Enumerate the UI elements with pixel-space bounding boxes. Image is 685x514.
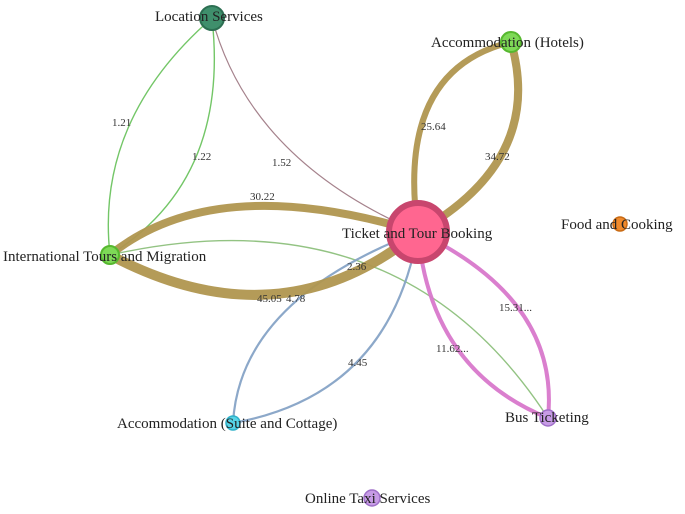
edge-label-2.36: 2.36: [347, 261, 367, 273]
edge-label-15.31: 15.31...: [499, 302, 532, 314]
node-label-accommodation-hotels: Accommodation (Hotels): [431, 35, 584, 51]
edge-location-intl-a: [107, 17, 213, 256]
node-location-services[interactable]: [199, 5, 225, 31]
edge-hotels-ticket-a: [411, 39, 512, 233]
node-label-bus-ticketing: Bus Ticketing: [505, 410, 589, 426]
edge-label-1.22: 1.22: [192, 151, 211, 163]
edge-intl-bus: [109, 239, 549, 419]
node-accommodation-hotels[interactable]: [500, 31, 522, 53]
node-label-online-taxi: Online Taxi Services: [305, 491, 430, 507]
node-ticket-tour-booking[interactable]: [386, 200, 450, 264]
edge-location-ticket: [211, 17, 419, 233]
edge-label-30.22: 30.22: [250, 191, 275, 203]
node-label-international-tours: International Tours and Migration: [3, 249, 207, 265]
node-labels: Location Services Accommodation (Hotels)…: [3, 9, 673, 507]
edge-hotels-ticket-b: [416, 40, 523, 236]
edge-ticket-suite: [232, 231, 420, 425]
edge-labels: 1.21 1.22 1.52 25.64 34.72 30.22 45.05 4…: [112, 117, 532, 369]
edge-label-4.78: 4.78: [286, 293, 306, 305]
edge-label-4.45: 4.45: [348, 357, 368, 369]
edge-label-45.05: 45.05: [257, 293, 282, 305]
edge-label-34.72: 34.72: [485, 151, 510, 163]
node-label-accommodation-suite: Accommodation (Suite and Cottage): [117, 416, 337, 432]
edge-label-1.52: 1.52: [272, 157, 291, 169]
edge-intl-ticket-b: [107, 228, 422, 300]
edge-label-25.64: 25.64: [421, 121, 446, 133]
edge-ticket-bus-b: [416, 231, 549, 420]
edge-label-1.21: 1.21: [112, 117, 131, 129]
node-accommodation-suite[interactable]: [225, 415, 241, 431]
edge-ticket-bus-a: [417, 230, 551, 419]
nodes: [100, 5, 628, 507]
node-food-cooking[interactable]: [612, 216, 628, 232]
node-online-taxi[interactable]: [363, 489, 381, 507]
edge-intl-ticket-a: [107, 201, 420, 259]
edges: [107, 17, 551, 425]
node-label-food-cooking: Food and Cooking: [561, 217, 673, 233]
node-label-location-services: Location Services: [155, 9, 263, 25]
edge-label-11.62: 11.62...: [436, 343, 469, 355]
node-international-tours[interactable]: [100, 245, 120, 265]
node-label-ticket-tour-booking: Ticket and Tour Booking: [342, 226, 493, 242]
edge-intl-suite: [231, 230, 419, 424]
edge-location-intl-b: [109, 17, 215, 256]
node-bus-ticketing[interactable]: [539, 409, 557, 427]
